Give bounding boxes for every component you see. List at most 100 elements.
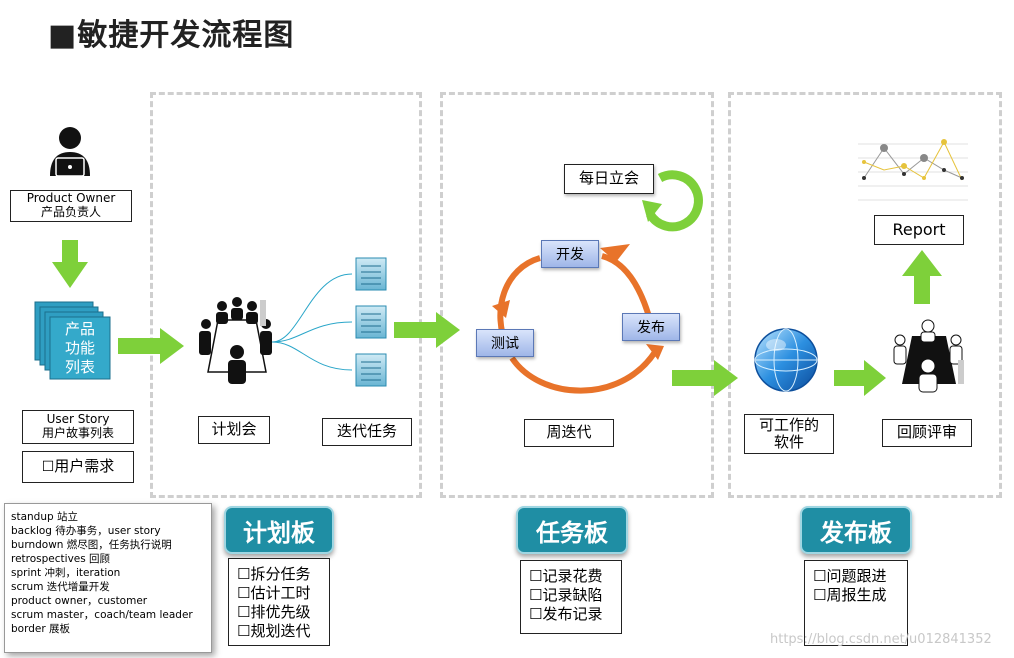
backlog-label: 产品 功能 列表 xyxy=(50,320,110,377)
review-label: 回顾评审 xyxy=(882,419,972,447)
checkbox-icon: ☐ xyxy=(237,603,251,621)
list-item: ☐记录缺陷 xyxy=(529,586,613,605)
task-board-title: 任务板 xyxy=(516,506,628,554)
release-board-title: 发布板 xyxy=(800,506,912,554)
product-owner-line2: 产品负责人 xyxy=(40,205,101,219)
daily-standup-label: 每日立会 xyxy=(564,164,654,194)
glossary-box: standup 站立 backlog 待办事务，user story burnd… xyxy=(4,503,212,653)
review-meeting-icon xyxy=(893,319,964,393)
checkbox-icon: ☐ xyxy=(529,605,543,623)
glossary-item: scrum 迭代增量开发 xyxy=(11,581,110,593)
checkbox-icon: ☐ xyxy=(813,586,827,604)
globe-icon xyxy=(754,328,818,392)
checkbox-icon: ☐ xyxy=(237,622,251,640)
daily-standup-text: 每日立会 xyxy=(578,169,639,188)
list-item-label: 发布记录 xyxy=(542,605,603,623)
iteration-tasks-text: 迭代任务 xyxy=(336,422,397,441)
list-item-label: 排优先级 xyxy=(250,603,311,621)
user-story-label: User Story 用户故事列表 xyxy=(22,410,134,444)
arrow-po-to-backlog xyxy=(52,240,88,288)
product-owner-line1: Product Owner xyxy=(26,191,116,206)
cycle-arrowhead-2 xyxy=(646,344,664,360)
checkbox-icon: ☐ xyxy=(237,584,251,602)
planning-meeting-icon xyxy=(199,297,272,384)
glossary-item: sprint 冲刺，iteration xyxy=(11,567,121,579)
list-item-label: 规划迭代 xyxy=(250,622,311,640)
task-doc-icon-2 xyxy=(355,305,387,339)
task-board-list: ☐记录花费 ☐记录缺陷 ☐发布记录 xyxy=(520,560,622,634)
list-item-label: 问题跟进 xyxy=(826,567,887,585)
user-story-line2: 用户故事列表 xyxy=(41,426,114,440)
list-item: ☐排优先级 xyxy=(237,603,321,622)
release-box: 发布 xyxy=(622,313,680,341)
page-title: ■敏捷开发流程图 xyxy=(48,18,295,53)
report-chart-icon xyxy=(858,139,968,201)
working-software-line2: 软件 xyxy=(773,433,804,451)
weekly-iteration-label: 周迭代 xyxy=(524,419,614,447)
glossary-item: border 展板 xyxy=(11,623,71,635)
user-needs-label: 用户需求 xyxy=(54,457,115,476)
list-item: ☐规划迭代 xyxy=(237,622,321,641)
list-item-label: 周报生成 xyxy=(826,586,887,604)
backlog-line2: 功能 xyxy=(64,339,95,357)
planning-meeting-label: 计划会 xyxy=(198,416,270,444)
glossary-item: backlog 待办事务，user story xyxy=(11,525,161,537)
glossary-item: standup 站立 xyxy=(11,511,78,523)
list-item: ☐记录花费 xyxy=(529,567,613,586)
backlog-stack-icon xyxy=(34,301,111,380)
task-doc-icon-1 xyxy=(355,257,387,291)
watermark: https://blog.csdn.net/u012841352 xyxy=(770,632,992,647)
task-fan-lines xyxy=(271,273,353,371)
glossary-item: burndown 燃尽图，任务执行说明 xyxy=(11,539,172,551)
checkbox-icon: ☐ xyxy=(237,565,251,583)
product-owner-label: Product Owner 产品负责人 xyxy=(10,190,132,222)
planning-meeting-text: 计划会 xyxy=(211,420,257,439)
checkbox-icon: ☐ xyxy=(529,586,543,604)
list-item: ☐问题跟进 xyxy=(813,567,899,586)
iteration-panel xyxy=(440,92,714,498)
list-item: ☐估计工时 xyxy=(237,584,321,603)
standup-cycle-icon xyxy=(642,170,703,232)
task-doc-icon-3 xyxy=(355,353,387,387)
arrow-tasks-to-iteration xyxy=(394,312,460,348)
arrow-review-to-report xyxy=(902,250,942,304)
list-item: ☐周报生成 xyxy=(813,586,899,605)
checkbox-icon: ☐ xyxy=(529,567,543,585)
planning-board-list: ☐拆分任务 ☐估计工时 ☐排优先级 ☐规划迭代 xyxy=(228,558,330,646)
arrow-iteration-to-software xyxy=(672,360,738,396)
develop-text: 开发 xyxy=(556,247,584,263)
planning-board-title: 计划板 xyxy=(224,506,334,554)
weekly-iteration-text: 周迭代 xyxy=(546,423,592,442)
working-software-line1: 可工作的 xyxy=(758,415,819,434)
backlog-line1: 产品 xyxy=(64,320,95,338)
cycle-arrowhead-1 xyxy=(492,300,510,318)
list-item-label: 拆分任务 xyxy=(250,565,311,583)
arrow-software-to-review xyxy=(834,360,886,396)
iteration-tasks-label: 迭代任务 xyxy=(322,418,412,446)
user-needs-box: ☐ 用户需求 xyxy=(22,451,134,483)
develop-box: 开发 xyxy=(541,240,599,268)
release-board-list: ☐问题跟进 ☐周报生成 xyxy=(804,560,908,646)
report-label: Report xyxy=(874,215,964,245)
checkbox-icon: ☐ xyxy=(813,567,827,585)
backlog-line3: 列表 xyxy=(64,358,95,376)
test-box: 测试 xyxy=(476,329,534,357)
list-item: ☐拆分任务 xyxy=(237,565,321,584)
review-text: 回顾评审 xyxy=(896,423,957,442)
report-text: Report xyxy=(892,219,946,239)
release-panel xyxy=(728,92,1002,498)
product-owner-icon xyxy=(50,127,90,177)
working-software-label: 可工作的 软件 xyxy=(744,414,834,454)
list-item-label: 估计工时 xyxy=(250,584,311,602)
user-story-line1: User Story xyxy=(46,412,110,427)
arrow-backlog-to-meeting xyxy=(118,328,184,364)
list-item-label: 记录缺陷 xyxy=(542,586,603,604)
list-item: ☐发布记录 xyxy=(529,605,613,624)
glossary-item: scrum master，coach/team leader xyxy=(11,609,193,621)
glossary-item: product owner，customer xyxy=(11,595,148,607)
cycle-arrowhead-3 xyxy=(600,244,630,262)
planning-panel xyxy=(150,92,422,498)
glossary-item: retrospectives 回顾 xyxy=(11,553,111,565)
checkbox-icon: ☐ xyxy=(41,458,55,475)
